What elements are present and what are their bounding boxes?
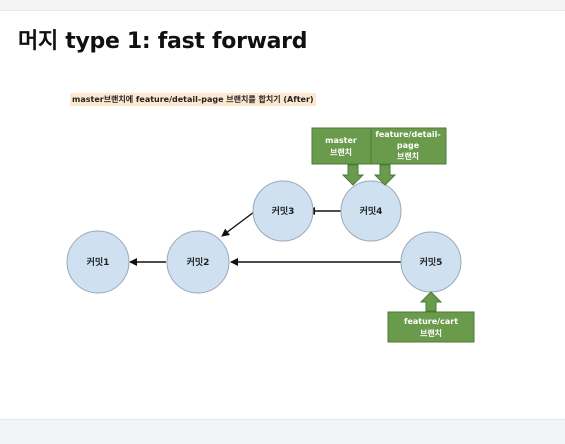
commit-1: 커밋1 — [66, 230, 130, 294]
commit-4: 커밋4 — [340, 180, 402, 242]
diagram-caption: master브랜치에 feature/detail-page 브랜치를 합치기 … — [70, 93, 316, 106]
commit-2: 커밋2 — [166, 230, 230, 294]
master-pointer-arrow — [341, 164, 365, 186]
branch-feature-cart: feature/cart 브랜치 — [387, 311, 475, 343]
slide-title: 머지 type 1: fast forward — [18, 29, 308, 54]
branch-detail-name-1: feature/detail- — [375, 130, 440, 139]
branch-master-suffix: 브랜치 — [330, 147, 352, 157]
branch-cart-suffix: 브랜치 — [420, 328, 442, 338]
commit-5-label: 커밋5 — [420, 256, 443, 268]
branch-master-name: master — [325, 136, 357, 145]
branch-feature-detail-page: feature/detail- page 브랜치 — [370, 127, 447, 165]
commit-5: 커밋5 — [400, 231, 462, 293]
branch-master: master 브랜치 — [311, 127, 372, 165]
commit-3-label: 커밋3 — [272, 205, 295, 217]
commit-2-label: 커밋2 — [187, 256, 210, 268]
branch-detail-name-2: page — [397, 141, 420, 150]
detail-pointer-arrow — [373, 164, 397, 186]
commit-4-label: 커밋4 — [360, 205, 383, 217]
commit-3: 커밋3 — [252, 180, 314, 242]
branch-detail-suffix: 브랜치 — [397, 151, 419, 161]
commit-1-label: 커밋1 — [87, 256, 110, 268]
arrow-c3-to-c2 — [221, 211, 255, 237]
cart-pointer-arrow — [419, 291, 443, 312]
branch-cart-name: feature/cart — [404, 317, 458, 326]
